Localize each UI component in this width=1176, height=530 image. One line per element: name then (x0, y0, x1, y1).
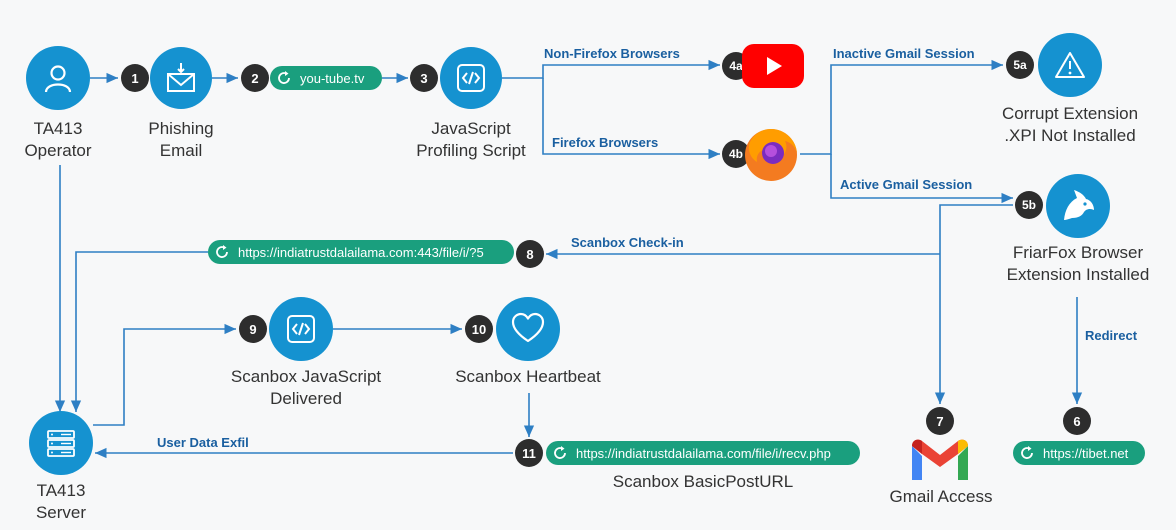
gmail-icon (912, 439, 968, 480)
youtube-icon (742, 44, 804, 88)
server-node (29, 411, 93, 475)
corrupt-extension-label: Corrupt Extension.XPI Not Installed (1001, 104, 1139, 145)
edge-label-active-session: Active Gmail Session (840, 177, 973, 192)
basicposturl-label: Scanbox BasicPostURL (612, 472, 794, 491)
step-badge-5a: 5a (1006, 51, 1034, 79)
heart-icon (511, 312, 545, 343)
step-badge-5b: 5b (1015, 191, 1043, 219)
friarfox-icon (1064, 190, 1094, 220)
refresh-icon (216, 245, 228, 258)
corrupt-extension-node (1038, 33, 1102, 97)
url-text: you-tube.tv (300, 70, 365, 86)
phishing-node (150, 47, 212, 109)
url-text: https://indiatrustdalailama.com:443/file… (238, 244, 484, 260)
scanbox-js-node (269, 297, 333, 361)
refresh-icon (278, 71, 290, 84)
refresh-icon (554, 446, 566, 459)
edge-label-firefox: Firefox Browsers (552, 135, 659, 150)
gmail-label: Gmail Access (889, 487, 993, 506)
step-badge-7: 7 (926, 407, 954, 435)
url-pill-checkin[interactable]: https://indiatrustdalailama.com:443/file… (208, 240, 514, 264)
firefox-icon (745, 129, 797, 181)
step-badge-2: 2 (241, 64, 269, 92)
url-pill-youtube[interactable]: you-tube.tv (270, 66, 382, 90)
warning-icon (1055, 52, 1085, 78)
profiling-script-node (440, 47, 502, 109)
url-pill-recv[interactable]: https://indiatrustdalailama.com/file/i/r… (546, 441, 860, 465)
server-icon (47, 430, 75, 457)
operator-node (26, 46, 90, 110)
step-badge-8: 8 (516, 240, 544, 268)
url-text: https://indiatrustdalailama.com/file/i/r… (576, 445, 831, 461)
url-pill-tibet[interactable]: https://tibet.net (1013, 441, 1145, 465)
url-text: https://tibet.net (1043, 445, 1129, 461)
envelope-hook-icon (167, 63, 195, 92)
step-badge-6: 6 (1063, 407, 1091, 435)
heartbeat-node (496, 297, 560, 361)
edge-label-checkin: Scanbox Check-in (571, 235, 684, 250)
step-badge-3: 3 (410, 64, 438, 92)
user-icon (44, 65, 72, 93)
refresh-icon (1021, 446, 1033, 459)
edge-label-exfil: User Data Exfil (157, 435, 249, 450)
step-badge-9: 9 (239, 315, 267, 343)
edge-label-non-firefox: Non-Firefox Browsers (544, 46, 680, 61)
friarfox-node (1046, 174, 1110, 238)
heartbeat-label: Scanbox Heartbeat (455, 367, 601, 386)
edge-label-redirect: Redirect (1085, 328, 1138, 343)
step-badge-11: 11 (515, 439, 543, 467)
edge-label-inactive-session: Inactive Gmail Session (833, 46, 975, 61)
code-icon (287, 315, 315, 343)
code-icon (457, 64, 485, 92)
step-badge-4b: 4b (722, 140, 750, 168)
step-badge-10: 10 (465, 315, 493, 343)
step-badge-1: 1 (121, 64, 149, 92)
